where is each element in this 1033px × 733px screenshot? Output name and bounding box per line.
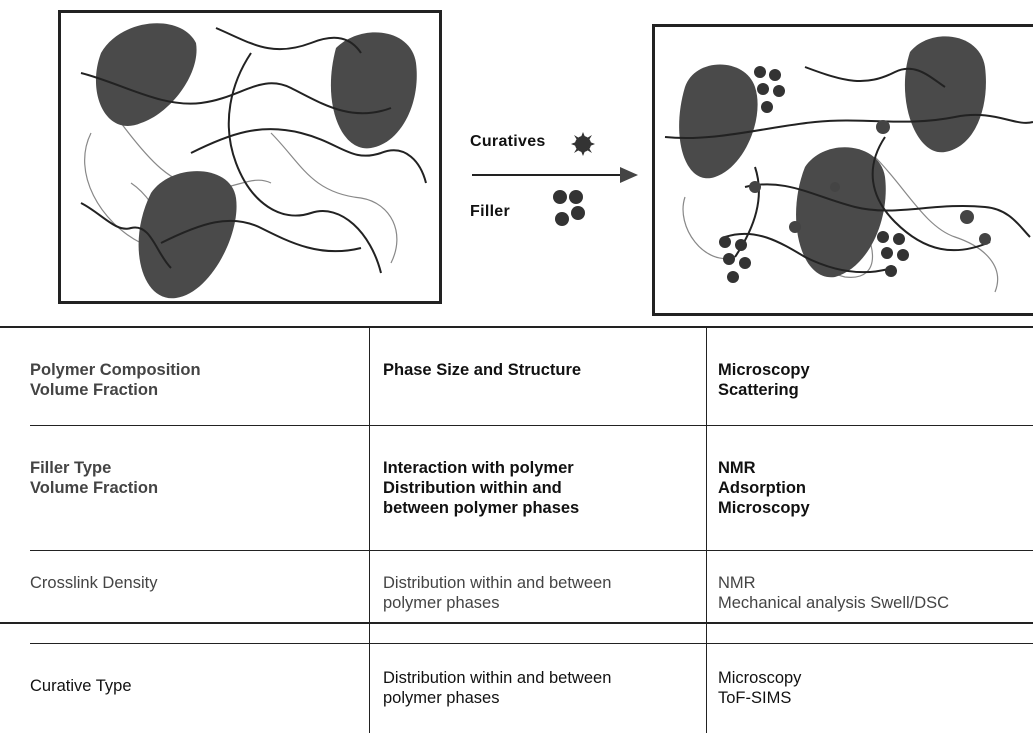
table-rule [30,643,1033,644]
row2-method: NMR Adsorption Microscopy [718,458,1028,518]
row2-characteristic: Interaction with polymer Distribution wi… [383,458,698,518]
row3-method: NMR Mechanical analysis Swell/DSC [718,573,1030,613]
curative-particle-icon [570,131,596,157]
row3-property: Crosslink Density [30,573,350,593]
polymer-domain [139,171,237,298]
filler-cluster [719,236,751,283]
compounded-blend-drawing [655,27,1033,313]
polymer-blend-panel [58,10,442,304]
row2-property: Filler Type Volume Fraction [30,458,350,498]
filler-cluster [754,66,785,113]
process-arrow-icon [470,165,645,185]
row1-characteristic: Phase Size and Structure [383,360,693,380]
table-rule [0,622,1033,624]
compounded-blend-panel [652,24,1033,316]
filler-cluster-icon [548,187,590,229]
filler-label: Filler [470,203,510,221]
row4-property: Curative Type [30,676,350,696]
column-divider [369,326,370,733]
column-divider [706,326,707,733]
row4-characteristic: Distribution within and between polymer … [383,668,703,708]
table-rule [30,425,1033,426]
table-rule [30,550,1033,551]
row1-property: Polymer Composition Volume Fraction [30,360,350,400]
row1-method: Microscopy Scattering [718,360,1028,400]
polymer-blend-drawing [61,13,439,301]
table-top-rule [0,326,1033,328]
polymer-domain [96,23,197,126]
polymer-domain [331,32,417,148]
row3-characteristic: Distribution within and between polymer … [383,573,703,613]
process-arrow-area: Curatives Filler [470,125,645,235]
curatives-label: Curatives [470,133,546,151]
polymer-domain [905,36,986,152]
polymer-domain [679,65,757,179]
row4-method: Microscopy ToF-SIMS [718,668,1028,708]
